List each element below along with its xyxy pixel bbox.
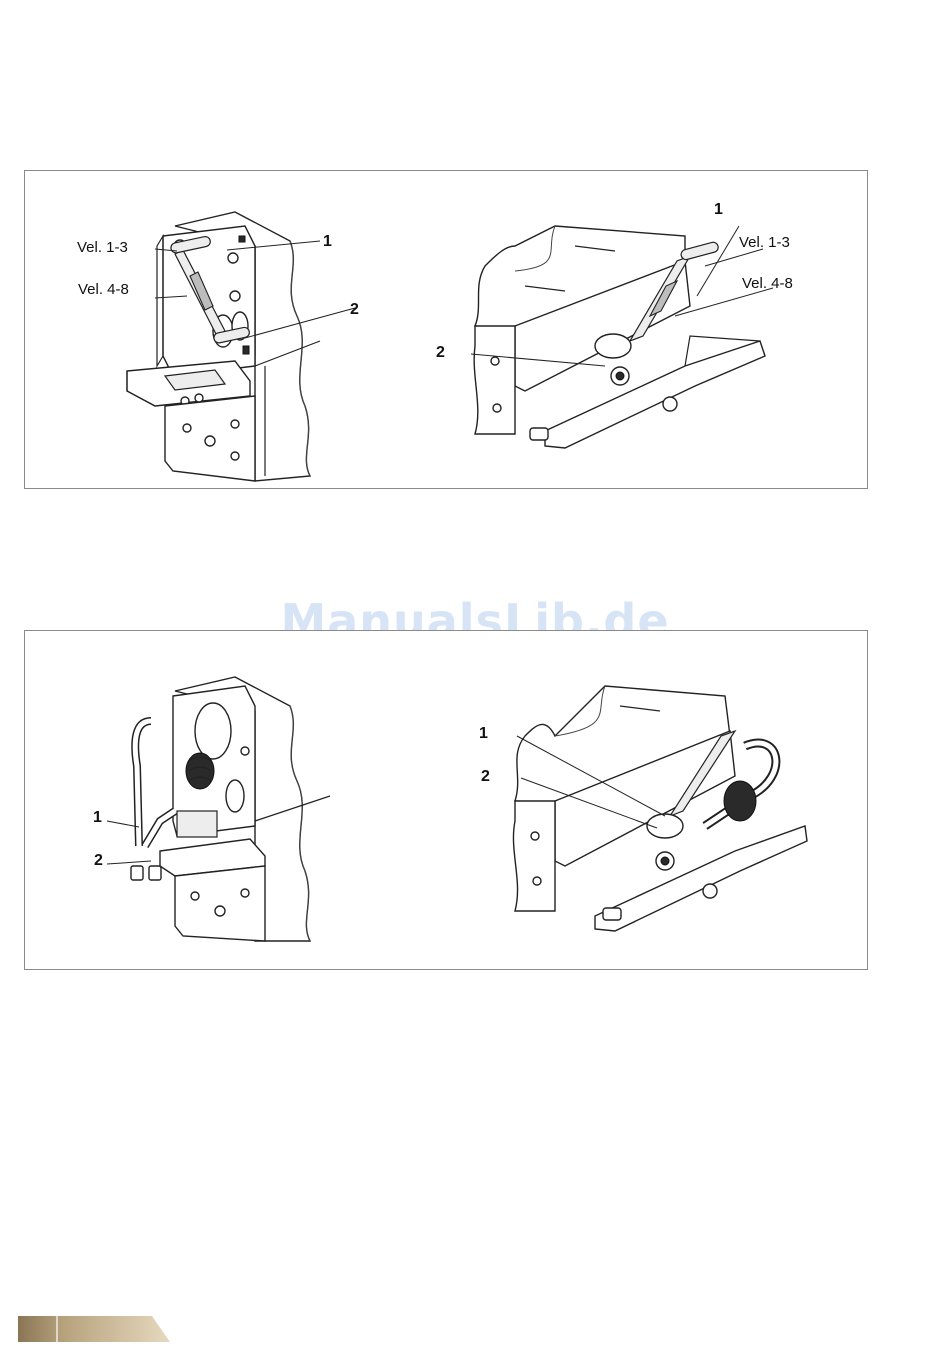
label-vel-1-3-left: Vel. 1-3 xyxy=(77,239,128,256)
callout-1-top-right: 1 xyxy=(714,201,723,219)
callout-2-top-left: 2 xyxy=(350,301,359,319)
unit-drawing-upright-hoses xyxy=(115,671,355,946)
unit-drawing-tilted-hoses xyxy=(495,676,795,936)
footer-color-band xyxy=(18,1316,170,1342)
callout-2-top-right: 2 xyxy=(436,344,445,362)
figure-panel-top: Vel. 1-3 Vel. 4-8 1 2 1 Vel. 1-3 Vel. 4-… xyxy=(24,170,868,489)
label-vel-4-8-left: Vel. 4-8 xyxy=(78,281,129,298)
callout-1-bottom-right: 1 xyxy=(479,725,488,743)
callout-2-bottom-left: 2 xyxy=(94,852,103,870)
callout-1-bottom-left: 1 xyxy=(93,809,102,827)
unit-drawing-tilted xyxy=(465,216,765,456)
callout-2-bottom-right: 2 xyxy=(481,768,490,786)
unit-drawing-upright xyxy=(115,206,355,481)
callout-1-top-left: 1 xyxy=(323,233,332,251)
label-vel-1-3-right: Vel. 1-3 xyxy=(739,234,790,251)
figure-panel-bottom: 1 2 1 2 xyxy=(24,630,868,970)
label-vel-4-8-right: Vel. 4-8 xyxy=(742,275,793,292)
